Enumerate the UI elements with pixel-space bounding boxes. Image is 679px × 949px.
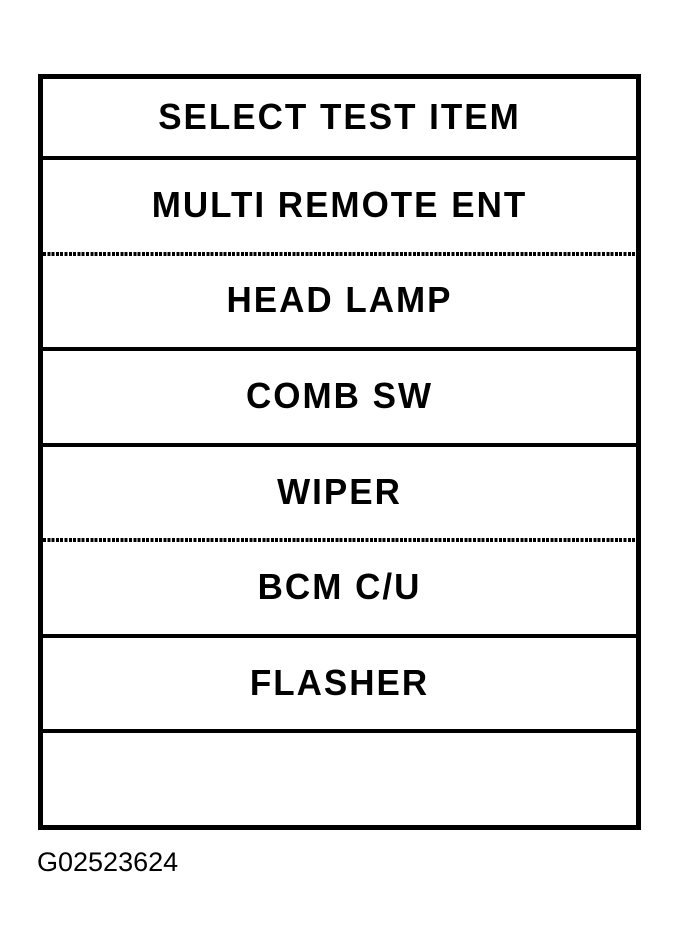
menu-row-multi-remote-ent[interactable]: MULTI REMOTE ENT [43,160,636,252]
menu-row-bcm-c-u[interactable]: BCM C/U [43,542,636,634]
menu-row-comb-sw[interactable]: COMB SW [43,351,636,443]
menu-row-flasher[interactable]: FLASHER [43,638,636,730]
menu-row-wiper[interactable]: WIPER [43,447,636,539]
row-divider-solid [43,633,636,638]
row-divider-dotted [43,251,636,256]
figure-id-caption: G02523624 [37,847,179,877]
row-divider-solid [43,156,636,160]
menu-item-label: HEAD LAMP [226,280,453,321]
menu-item-label: WIPER [277,472,402,512]
row-divider-dotted [43,538,636,543]
menu-item-label: MULTI REMOTE ENT [151,185,528,226]
row-divider-solid [43,347,636,352]
menu-item-label: FLASHER [249,663,430,704]
menu-item-label: BCM C/U [257,567,422,608]
menu-header: SELECT TEST ITEM [43,79,636,156]
menu-row-head-lamp[interactable]: HEAD LAMP [43,256,636,348]
row-divider-solid [43,729,636,734]
row-divider-solid [43,442,636,447]
select-test-item-menu: SELECT TEST ITEM MULTI REMOTE ENT HEAD LAM… [38,74,641,830]
menu-item-label: COMB SW [245,376,434,417]
menu-title-label: SELECT TEST ITEM [158,97,521,137]
menu-row-empty [43,733,636,825]
